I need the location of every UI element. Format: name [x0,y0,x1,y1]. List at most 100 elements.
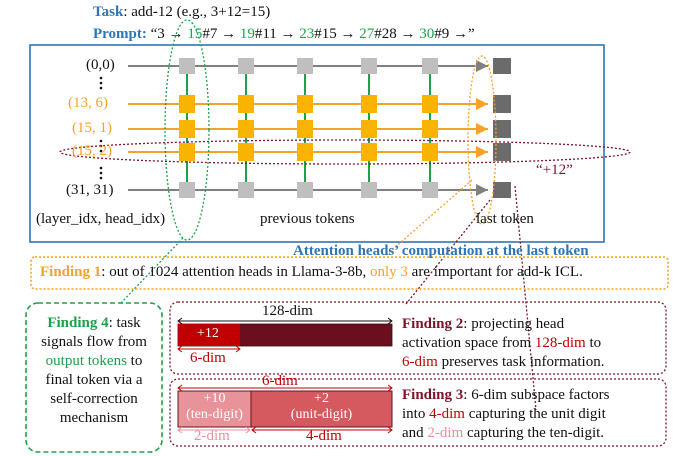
prompt-output-token: 30 [419,26,435,42]
prompt-input-token: #9 →” [434,26,475,42]
gray-node [297,58,313,74]
finding4-box [25,302,163,453]
row-label: (15, 2) [72,143,112,159]
finding4-line: to [126,353,143,369]
finding2-label: Finding 2 [402,316,464,332]
last-token-node [493,143,511,161]
nodes-row-31 [179,182,511,198]
prompt-input-token: #15 → [314,26,360,42]
finding1-label: Finding 1 [40,264,102,280]
row-label: (31, 31) [66,182,114,198]
finding4-line: mechanism [59,410,129,426]
finding3-box [169,378,667,447]
orange-node [238,120,254,138]
layer-head-label: (layer_idx, head_idx) [36,211,166,227]
finding3-line: : 6-dim subspace factors [463,387,610,403]
orange-node [297,143,313,161]
finding1-highlight: only 3 [369,264,408,280]
orange-node [238,143,254,161]
orange-node [422,95,438,113]
orange-node [297,120,313,138]
finding2-line: to [585,335,602,351]
nodes-row-15-1 [179,120,511,138]
gray-node [361,58,377,74]
gray-node [297,182,313,198]
finding4-line: self-correction [50,391,138,407]
finding4-line: signals flow from [41,334,147,350]
finding2-line: activation space from [402,335,535,351]
prompt-input-token: #11 → [254,26,300,42]
unit-digit-label: +2 (unit-digit) [251,391,392,423]
last-token-node [493,182,511,198]
finding4-line: : task [108,315,141,331]
finding2-highlight: 6-dim [402,354,438,370]
row-label: (0,0) [86,57,115,73]
gray-node [179,58,195,74]
orange-node [422,120,438,138]
row-label: (15, 1) [72,120,112,136]
finding4-connector [119,237,184,305]
finding1-text: Finding 1: out of 1024 attention heads i… [40,264,583,281]
highlight-row-ellipse [59,139,631,165]
gray-node [238,182,254,198]
gray-node [422,182,438,198]
prompt-output-token: 27 [359,26,375,42]
finding4-text: Finding 4: task signals flow from output… [26,314,162,428]
task-line: Task: add-12 (e.g., 3+12=15) [93,4,270,21]
orange-node [238,95,254,113]
finding3-highlight: 4-dim [429,406,465,422]
gray-node [179,182,195,198]
dim6-top-label: 6-dim [262,373,298,389]
prompt-output-token: 19 [239,26,255,42]
ten-digit-value: +10 [203,391,226,406]
finding3-text: Finding 3: 6-dim subspace factors into 4… [402,386,664,443]
finding3-line: and [402,425,428,441]
finding3-line: into [402,406,430,422]
finding4-highlight: output tokens [45,353,127,369]
unit-digit-value: +2 [314,391,329,406]
finding3-label: Finding 3 [402,387,464,403]
nodes-row-13-6 [179,95,511,113]
orange-node [179,95,195,113]
orange-node [297,95,313,113]
gray-node [238,58,254,74]
prompt-input-token: #28 → [374,26,420,42]
finding2-line: : projecting head [463,316,565,332]
ten-digit-label: +10 (ten-digit) [178,391,251,423]
finding2-highlight: 128-dim [534,335,586,351]
dim6-label: 6-dim [190,350,226,366]
finding4-label: Finding 4 [47,315,109,331]
finding3-line: capturing the ten-digit. [463,425,605,441]
last-token-node [493,95,511,113]
previous-tokens-label: previous tokens [260,211,355,227]
attention-frame [29,44,605,243]
prompt-line: Prompt: “3 → 15#7 → 19#11 → 23#15 → 27#2… [93,26,475,43]
bar-value-label: +12 [197,326,219,341]
output-label: “+12” [536,162,573,178]
last-token-ellipse [467,55,497,225]
dim4-label: 4-dim [306,428,342,444]
finding3-connector [514,185,537,411]
orange-node [361,143,377,161]
finding2-text: Finding 2: projecting head activation sp… [402,315,662,372]
gray-node [361,182,377,198]
last-token-node [493,120,511,138]
last-token-label: last token [476,211,534,227]
last-token-node [493,58,511,74]
finding2-line: preserves task information. [437,354,605,370]
task-label: Task [93,4,124,20]
prompt-open: “3 → [146,26,188,42]
finding4-line: final token via a [45,372,143,388]
finding2-box [169,301,667,375]
prompt-label: Prompt: [93,26,147,42]
nodes-row-15-2 [179,143,511,161]
output-token-ellipse [164,19,210,241]
finding1-body: : out of 1024 attention heads in Llama-3… [101,264,370,280]
orange-node [179,120,195,138]
ten-digit-desc: (ten-digit) [186,407,243,422]
orange-node [179,143,195,161]
finding1-connector [384,179,473,257]
finding3-line: capturing the unit digit [464,406,606,422]
dim2-label: 2-dim [194,428,230,444]
